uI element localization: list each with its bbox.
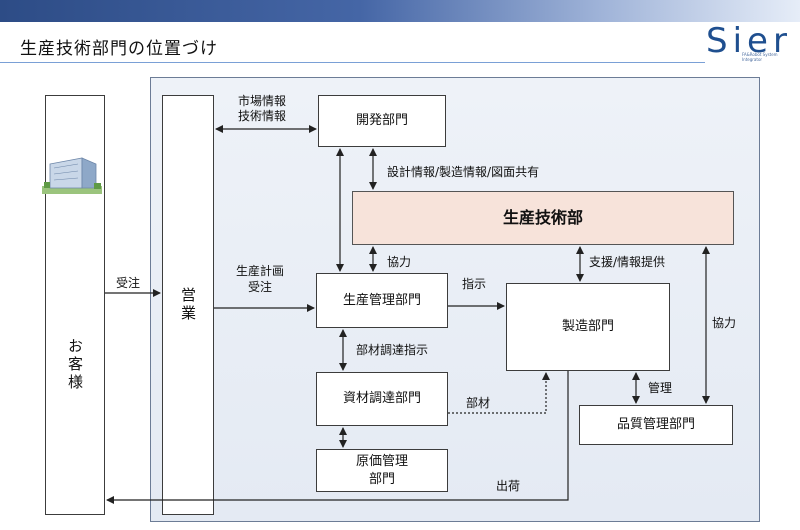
cost-label-line1: 原価管理: [355, 453, 408, 469]
quality-box: 品質管理部門: [579, 405, 733, 445]
cooperation-right-label: 協力: [712, 316, 737, 330]
design-share-label: 設計情報/製造情報/図面共有: [387, 165, 540, 179]
customer-label: お客様: [66, 338, 84, 392]
market-info-label-1: 市場情報: [238, 94, 287, 108]
logo: Sier: [706, 21, 792, 61]
support-label: 支援/情報提供: [589, 255, 666, 269]
materials-arrow: [448, 372, 550, 414]
production-control-box: 生産管理部門: [316, 273, 448, 328]
header-bar: [0, 0, 800, 22]
cost-label-line2: 部門: [368, 471, 395, 487]
production-engineering-box: 生産技術部: [352, 191, 734, 245]
market-info-label-2: 技術情報: [238, 109, 287, 123]
manufacturing-box: 製造部門: [506, 283, 670, 371]
building-icon: [42, 157, 102, 194]
material-instruction-label: 部材調達指示: [356, 343, 429, 357]
plan-label-2: 受注: [248, 280, 273, 294]
sales-box: 営業: [162, 95, 214, 515]
slide-title: 生産技術部門の位置づけ: [20, 39, 218, 59]
materials-label: 部材: [466, 396, 491, 410]
shipping-arrow: [106, 371, 569, 504]
development-box: 開発部門: [318, 95, 446, 147]
order-label: 受注: [116, 276, 141, 290]
plan-label-1: 生産計画: [236, 264, 285, 278]
title-rule: [0, 62, 705, 63]
logo-subtext: FA&Robot System Integrator: [742, 52, 778, 62]
cooperation-label: 協力: [387, 255, 412, 269]
sales-label: 営業: [179, 287, 197, 323]
instruction-label: 指示: [462, 277, 487, 291]
procurement-box: 資材調達部門: [316, 372, 448, 426]
management-label: 管理: [648, 381, 673, 395]
shipping-label: 出荷: [496, 479, 521, 493]
cost-box: 原価管理 部門: [316, 449, 448, 492]
